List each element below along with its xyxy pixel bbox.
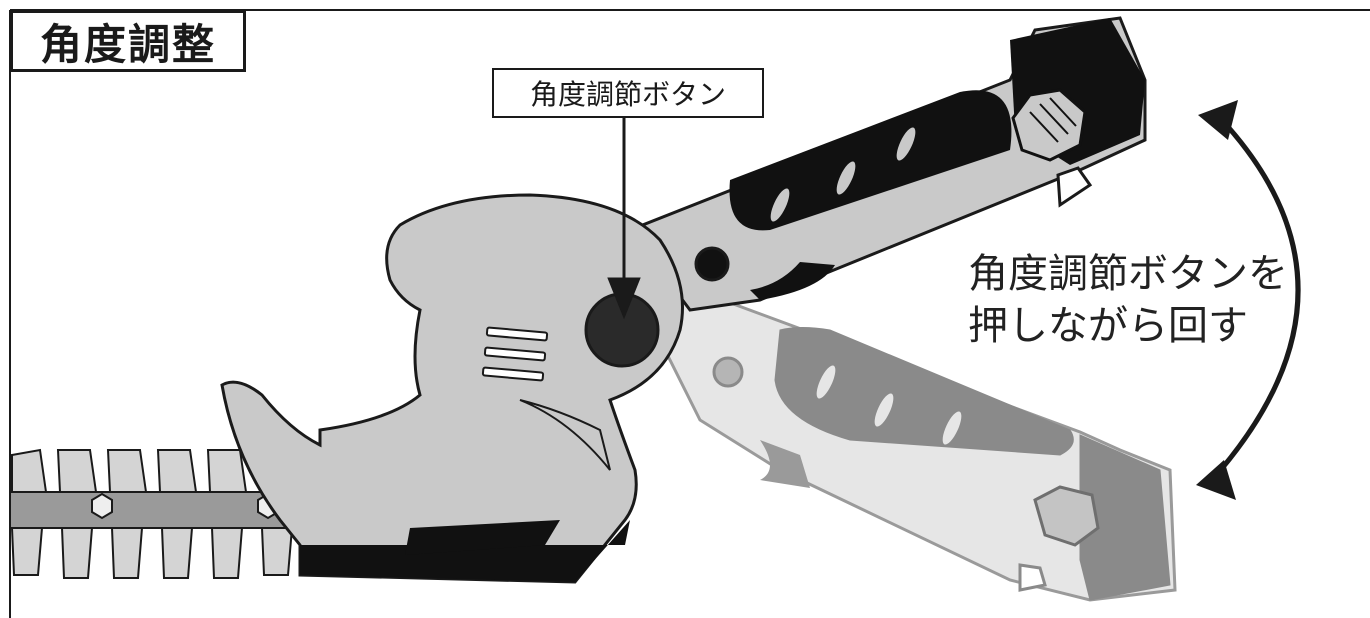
instruction-line-2: 押しながら回す bbox=[968, 303, 1248, 349]
tool-body bbox=[220, 193, 684, 584]
title-box: 角度調整 bbox=[10, 10, 246, 72]
callout-label: 角度調節ボタン bbox=[529, 78, 726, 111]
handle-raised bbox=[627, 16, 1147, 312]
callout-arrow bbox=[607, 118, 641, 320]
callout-label-box: 角度調節ボタン bbox=[492, 68, 764, 118]
rotation-arc-arrow bbox=[1196, 100, 1301, 500]
handle-lowered-ghost bbox=[637, 286, 1177, 602]
page-title: 角度調整 bbox=[39, 19, 216, 69]
instruction-line-1: 角度調節ボタンを bbox=[968, 251, 1288, 297]
instruction-text: 角度調節ボタンを 押しながら回す bbox=[968, 248, 1308, 352]
